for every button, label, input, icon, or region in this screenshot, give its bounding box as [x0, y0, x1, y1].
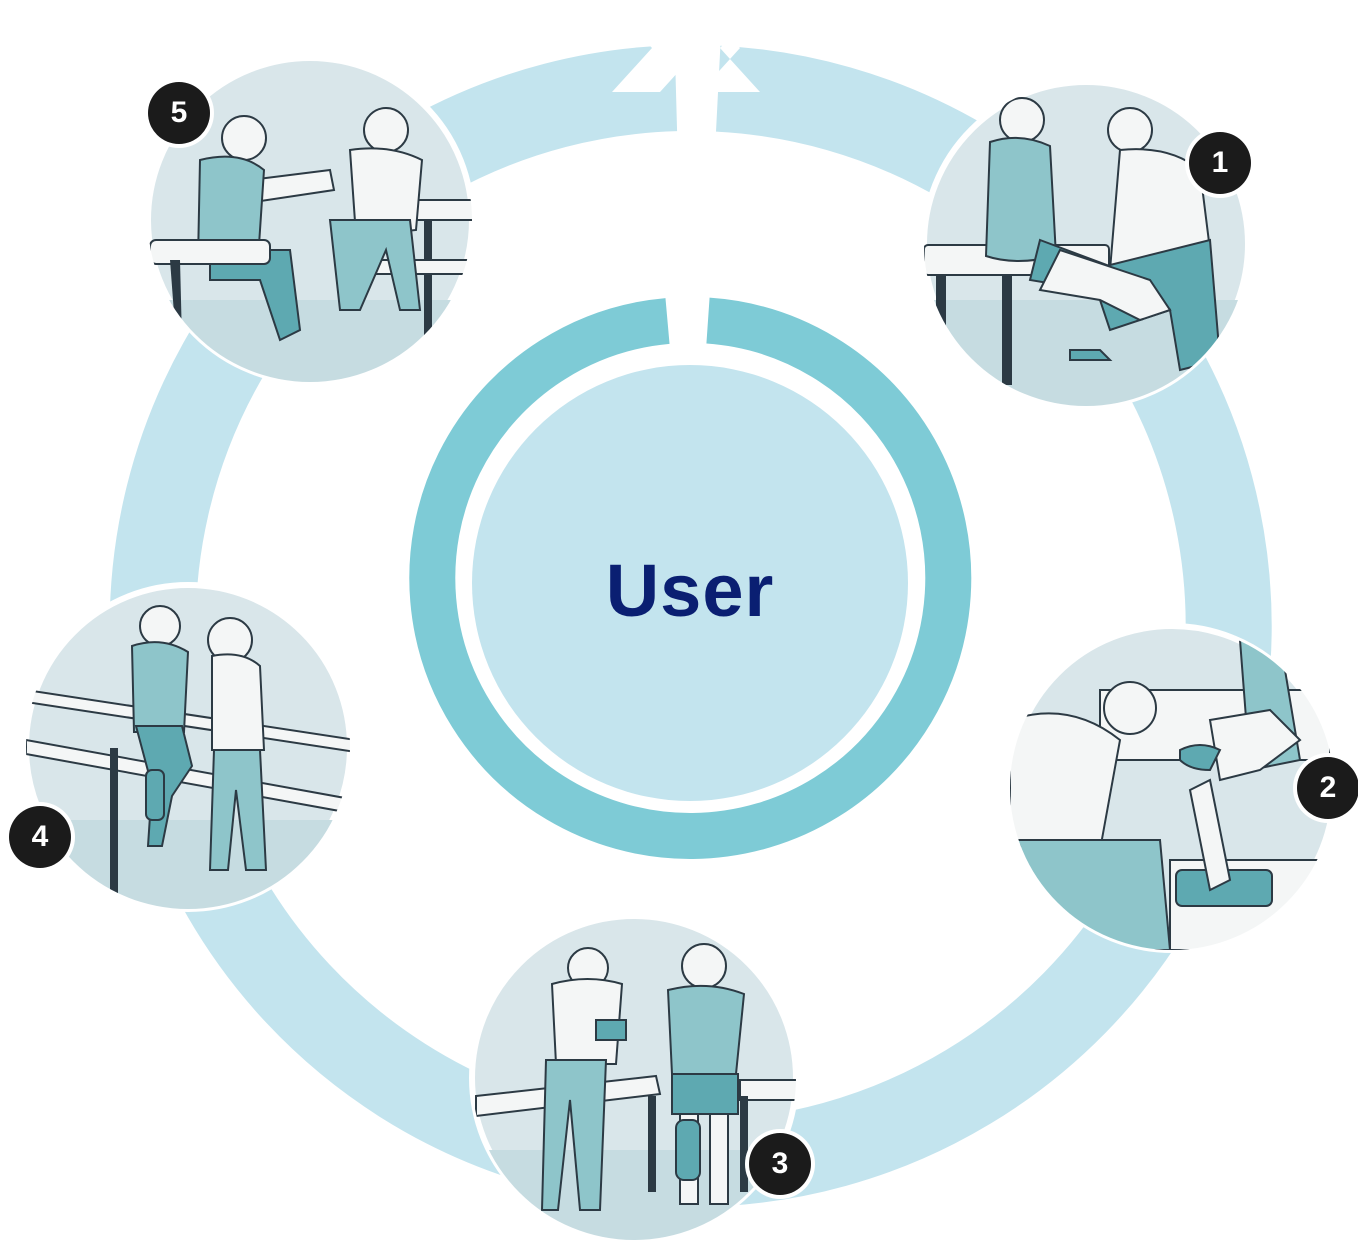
- center-label: User: [605, 548, 775, 632]
- step-badge-4: 4: [9, 806, 71, 868]
- center-disc: [472, 365, 908, 801]
- step-badge-5: 5: [148, 82, 210, 144]
- outer-ring-arrow: [612, 5, 760, 92]
- step-badge-1: 1: [1189, 132, 1251, 194]
- scene-3-illustration: [469, 913, 799, 1242]
- step-badge-2: 2: [1297, 757, 1358, 819]
- scene-1-illustration: [921, 79, 1251, 409]
- scene-5-illustration: [145, 55, 475, 385]
- inner-cycle-ring: [409, 297, 972, 859]
- scene-4-illustration: [23, 582, 353, 912]
- step-badge-3: 3: [749, 1133, 811, 1195]
- scene-2-illustration: [1007, 623, 1337, 953]
